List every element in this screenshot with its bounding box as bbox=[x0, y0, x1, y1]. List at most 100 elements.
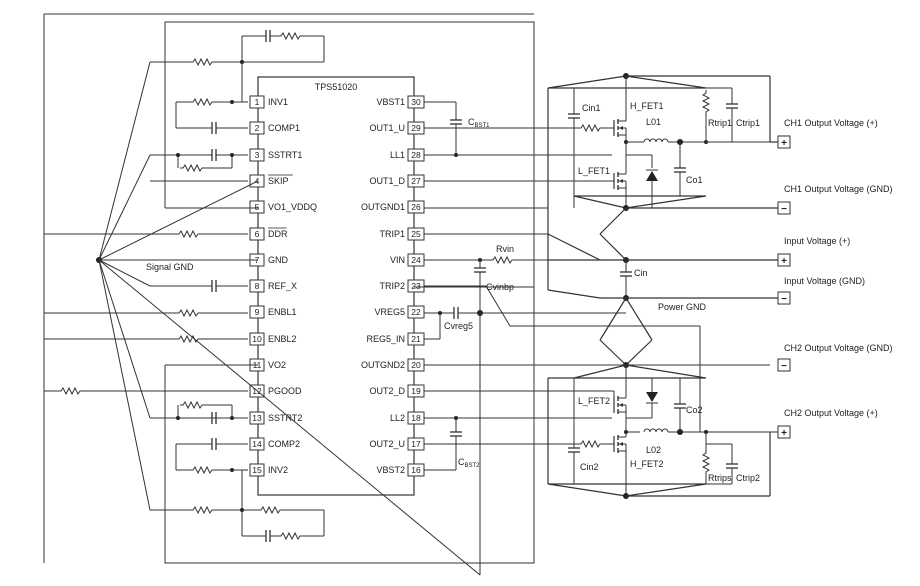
ctrip1-label: Ctrip1 bbox=[736, 118, 760, 128]
pin-number: 19 bbox=[411, 386, 421, 396]
cin2-label: Cin2 bbox=[580, 462, 599, 472]
pin-label: COMP1 bbox=[268, 123, 300, 133]
pin-number: 23 bbox=[411, 281, 421, 291]
pin-number: 1 bbox=[255, 97, 260, 107]
pin-number: 30 bbox=[411, 97, 421, 107]
pin-number: 5 bbox=[255, 202, 260, 212]
l-fet1-label: L_FET1 bbox=[578, 166, 610, 176]
pin-label: REF_X bbox=[268, 281, 297, 291]
pin-label: VO1_VDDQ bbox=[268, 202, 317, 212]
terminal-label: Input Voltage (GND) bbox=[784, 276, 865, 286]
pin-label: LL2 bbox=[390, 413, 405, 423]
pin-number: 10 bbox=[252, 334, 262, 344]
pin-number: 3 bbox=[255, 150, 260, 160]
l01-label: L01 bbox=[646, 117, 661, 127]
pin-label: VBST1 bbox=[376, 97, 405, 107]
terminal-symbol: − bbox=[781, 204, 787, 215]
cvreg5-label: Cvreg5 bbox=[444, 321, 473, 331]
input-stage bbox=[547, 207, 780, 366]
pin-number: 25 bbox=[411, 229, 421, 239]
output-terminals: +CH1 Output Voltage (+) − CH1 Output Volta… bbox=[777, 118, 893, 439]
pin-label: SSTRT1 bbox=[268, 150, 302, 160]
pin-label: VO2 bbox=[268, 360, 286, 370]
input-voltage-gnd-terminal[interactable]: − Input Voltage (GND) bbox=[777, 276, 865, 305]
pin-label: LL1 bbox=[390, 150, 405, 160]
ctrip2-label: Ctrip2 bbox=[736, 473, 760, 483]
pin-number: 20 bbox=[411, 360, 421, 370]
ch1-output-gnd-terminal[interactable]: − CH1 Output Voltage (GND) bbox=[777, 184, 893, 215]
pin-label: OUT2_D bbox=[369, 386, 405, 396]
pin-number: 13 bbox=[252, 413, 262, 423]
pin-number: 15 bbox=[252, 465, 262, 475]
ic-pin-5: 5 VO1_VDDQ bbox=[249, 200, 317, 214]
terminal-label: CH2 Output Voltage (+) bbox=[784, 408, 878, 418]
cbst1-label: CBST1 bbox=[468, 117, 490, 129]
terminal-label: CH1 Output Voltage (GND) bbox=[784, 184, 893, 194]
pin-label: TRIP2 bbox=[379, 281, 405, 291]
pin-label: VREG5 bbox=[374, 307, 405, 317]
pin-label: VBST2 bbox=[376, 465, 405, 475]
pin-label: GND bbox=[268, 255, 289, 265]
pin-label: TRIP1 bbox=[379, 229, 405, 239]
power-stage-ch1 bbox=[534, 73, 780, 290]
signal-gnd-label: Signal GND bbox=[146, 262, 194, 272]
pin-label: COMP2 bbox=[268, 439, 300, 449]
ic-pin-22: 22 VREG5 bbox=[374, 305, 425, 319]
input-voltage-plus-terminal[interactable]: +Input Voltage (+) bbox=[777, 236, 850, 267]
pin-number: 16 bbox=[411, 465, 421, 475]
pin-number: 2 bbox=[255, 123, 260, 133]
power-gnd-label: Power GND bbox=[658, 302, 707, 312]
pin-number: 14 bbox=[252, 439, 262, 449]
cbst2-label: CBST2 bbox=[458, 457, 480, 469]
ic-name: TPS51020 bbox=[315, 82, 358, 92]
pin-label: OUTGND2 bbox=[361, 360, 405, 370]
cin1-label: Cin1 bbox=[582, 103, 601, 113]
terminal-symbol: − bbox=[781, 294, 787, 305]
co1-label: Co1 bbox=[686, 175, 703, 185]
ic-right-pins: 30VBST129OUT1_U28LL127OUT1_D26OUTGND125T… bbox=[361, 95, 425, 477]
component-labels: CBST1 CBST2 Rvin Cvinbp Cvreg5 Cin Cin1 … bbox=[444, 101, 760, 483]
cin-label: Cin bbox=[634, 268, 648, 278]
pin-label: OUTGND1 bbox=[361, 202, 405, 212]
terminal-symbol: − bbox=[781, 361, 787, 372]
pin-label: OUT1_D bbox=[369, 176, 405, 186]
pin-number: 18 bbox=[411, 413, 421, 423]
ic-pin-14: 14 COMP2 bbox=[249, 437, 300, 451]
right-networks bbox=[424, 101, 770, 575]
left-networks bbox=[44, 29, 325, 543]
ic-pin-13: 13 SSTRT2 bbox=[249, 411, 302, 425]
power-stage-ch2 bbox=[534, 325, 780, 499]
ic-pin-30: 30 VBST1 bbox=[376, 95, 425, 109]
ch2-output-plus-terminal[interactable]: +CH2 Output Voltage (+) bbox=[777, 408, 878, 439]
rtrips-label: Rtrips bbox=[708, 473, 732, 483]
ic-pin-2: 2 COMP1 bbox=[249, 121, 300, 135]
ch1-output-plus-terminal[interactable]: +CH1 Output Voltage (+) bbox=[777, 118, 878, 149]
ic-pin-3: 3 SSTRT1 bbox=[249, 148, 302, 162]
ch2-output-gnd-terminal[interactable]: −CH2 Output Voltage (GND) bbox=[777, 343, 893, 372]
pin-label: ENBL1 bbox=[268, 307, 297, 317]
ic-pin-19: 19 OUT2_D bbox=[369, 384, 425, 398]
h-fet2-label: H_FET2 bbox=[630, 459, 664, 469]
pin-number: 22 bbox=[411, 307, 421, 317]
h-fet1-label: H_FET1 bbox=[630, 101, 664, 111]
ic-pin-25: 25 TRIP1 bbox=[379, 227, 425, 241]
pin-label: SSTRT2 bbox=[268, 413, 302, 423]
rtrip1-label: Rtrip1 bbox=[708, 118, 732, 128]
pin-label: VIN bbox=[390, 255, 405, 265]
terminal-label: CH1 Output Voltage (+) bbox=[784, 118, 878, 128]
rvin-label: Rvin bbox=[496, 244, 514, 254]
pin-label: OUT2_U bbox=[369, 439, 405, 449]
pin-number: 28 bbox=[411, 150, 421, 160]
